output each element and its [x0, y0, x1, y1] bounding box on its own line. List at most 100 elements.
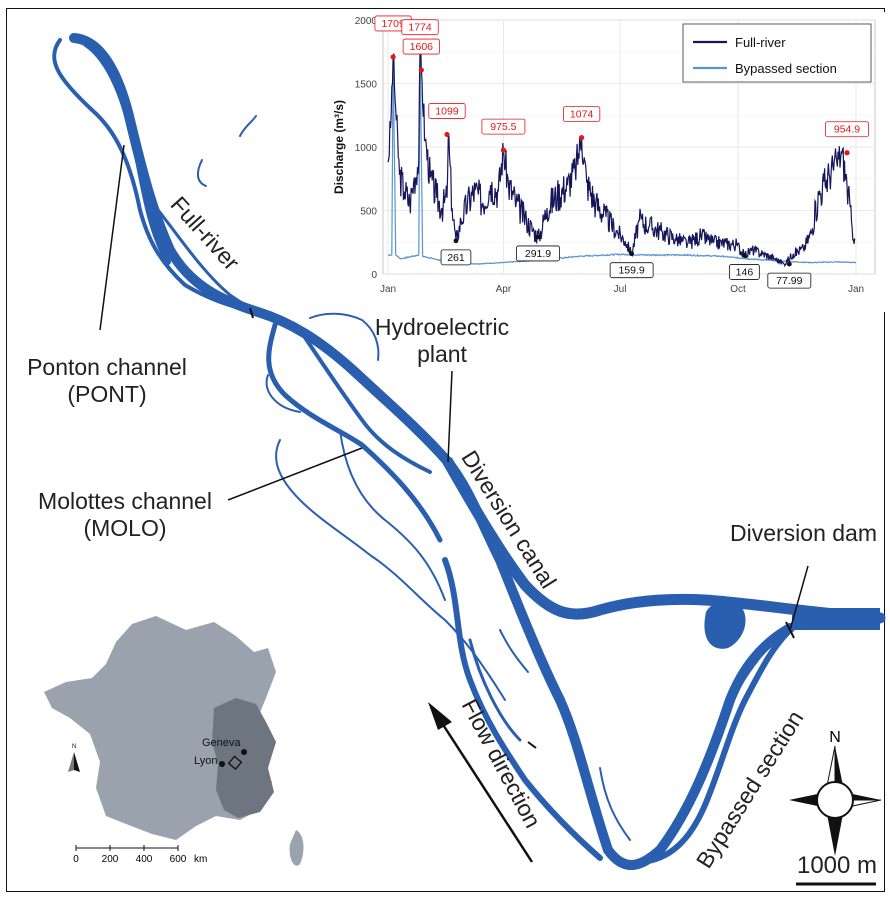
x-tick-label: Apr [496, 284, 512, 295]
locator-north-arrow [74, 752, 80, 772]
peak-label: 975.5 [490, 121, 516, 133]
lyon-label: Lyon [194, 755, 217, 767]
flow-direction-label: Flow direction [456, 694, 547, 833]
low-label: 261 [447, 252, 465, 264]
braid-channel [266, 322, 443, 543]
low-label-box [767, 272, 812, 289]
peak-label: 1774 [408, 22, 432, 34]
bypassed-channel [678, 638, 777, 822]
peak-label: 1606 [410, 41, 434, 53]
scale-bar-label: 1000 m [796, 852, 878, 879]
downstream-river-end [792, 608, 880, 630]
low-point [453, 238, 459, 244]
peak-point [418, 67, 424, 73]
y-tick-label: 1500 [355, 80, 378, 91]
peak-point [579, 135, 585, 141]
tributary [499, 629, 529, 673]
locator-map: Geneva Lyon N 0 200 400 600 km [44, 616, 304, 866]
low-label-box [516, 245, 560, 262]
low-point [535, 234, 541, 240]
braid-channel [275, 439, 506, 701]
locator-scale-tick: 400 [136, 854, 153, 865]
tributary [599, 767, 631, 841]
braid-channel [52, 38, 260, 314]
peak-point [500, 147, 506, 153]
diversion-dam-label: Diversion dam [730, 520, 877, 546]
reservoir-blob [704, 601, 746, 649]
ponton-leader [99, 144, 125, 331]
series-full-river-line [387, 44, 856, 268]
x-tick-label: Jan [380, 284, 396, 295]
peak-label-box [481, 118, 526, 135]
rhone-basin [212, 698, 276, 818]
x-tick-label: Jan [848, 284, 864, 295]
lyon-dot [219, 761, 225, 767]
y-axis-label: Discharge (m³/s) [332, 100, 346, 194]
corsica-shape [289, 830, 304, 866]
north-arrow: N [789, 729, 882, 856]
geneva-dot [241, 749, 247, 755]
low-label: 146 [736, 266, 754, 278]
peak-point [444, 131, 450, 138]
low-label: 77.99 [776, 275, 802, 287]
peak-label: 1709 [381, 18, 405, 30]
low-label-box [729, 264, 760, 280]
legend-entry: Bypassed section [735, 61, 837, 76]
legend-entry: Full-river [735, 35, 786, 50]
molottes-leader [227, 447, 363, 501]
low-label: 159.9 [618, 265, 644, 277]
peak-label: 954.9 [834, 124, 860, 136]
x-tick-label: Jul [614, 284, 627, 295]
locator-scale-tick: 200 [102, 854, 119, 865]
section-marker [249, 307, 254, 319]
section-marker [527, 741, 537, 749]
peak-label-box [563, 106, 601, 123]
low-point [742, 253, 747, 258]
braid-channel [339, 429, 446, 601]
locator-scale-tick: 600 [170, 854, 187, 865]
low-point [629, 251, 635, 257]
hydroelectric-plant-label: Hydroelectric plant [374, 314, 510, 368]
locator-north-letter: N [72, 744, 76, 750]
low-label-box [440, 249, 472, 266]
y-tick-label: 1000 [355, 143, 378, 154]
dam-leader [789, 565, 809, 631]
x-tick-label: Oct [730, 284, 746, 295]
low-label-box [609, 262, 654, 279]
study-site-box [227, 755, 243, 770]
flow-arrow-shaft [438, 719, 534, 863]
molottes-channel-label: Molottes channel (MOLO) [38, 488, 212, 542]
north-arrow-letter: N [829, 729, 841, 746]
braid-channel [442, 557, 603, 861]
braid-channel [468, 638, 522, 742]
geneva-label: Geneva [202, 737, 241, 749]
y-tick-label: 500 [360, 207, 377, 218]
full-river-label: Full-river [165, 191, 245, 276]
flow-arrow-head [428, 702, 452, 730]
peak-label: 1074 [570, 109, 594, 121]
ponton-channel-label: Ponton channel (PONT) [27, 354, 187, 408]
peak-label-box [825, 121, 869, 138]
braid-channel [265, 374, 301, 413]
diversion-canal-label: Diversion canal [456, 445, 562, 593]
legend-box [682, 23, 872, 83]
y-tick-label: 0 [371, 270, 377, 281]
peak-label-box [428, 103, 466, 119]
y-tick-label: 2000 [355, 16, 378, 27]
peak-point [844, 150, 850, 156]
braid-channel [309, 312, 380, 361]
low-label: 291.9 [525, 248, 551, 260]
tributary [196, 159, 207, 187]
map-frame [6, 8, 885, 892]
peak-point [390, 54, 396, 60]
peak-label-box [401, 19, 439, 36]
locator-scale-tick: 0 [73, 854, 79, 865]
peak-label-box [402, 38, 440, 55]
locator-scale-unit: km [194, 854, 207, 865]
diversion-canal-path [442, 456, 886, 624]
peak-label: 1099 [435, 105, 459, 117]
